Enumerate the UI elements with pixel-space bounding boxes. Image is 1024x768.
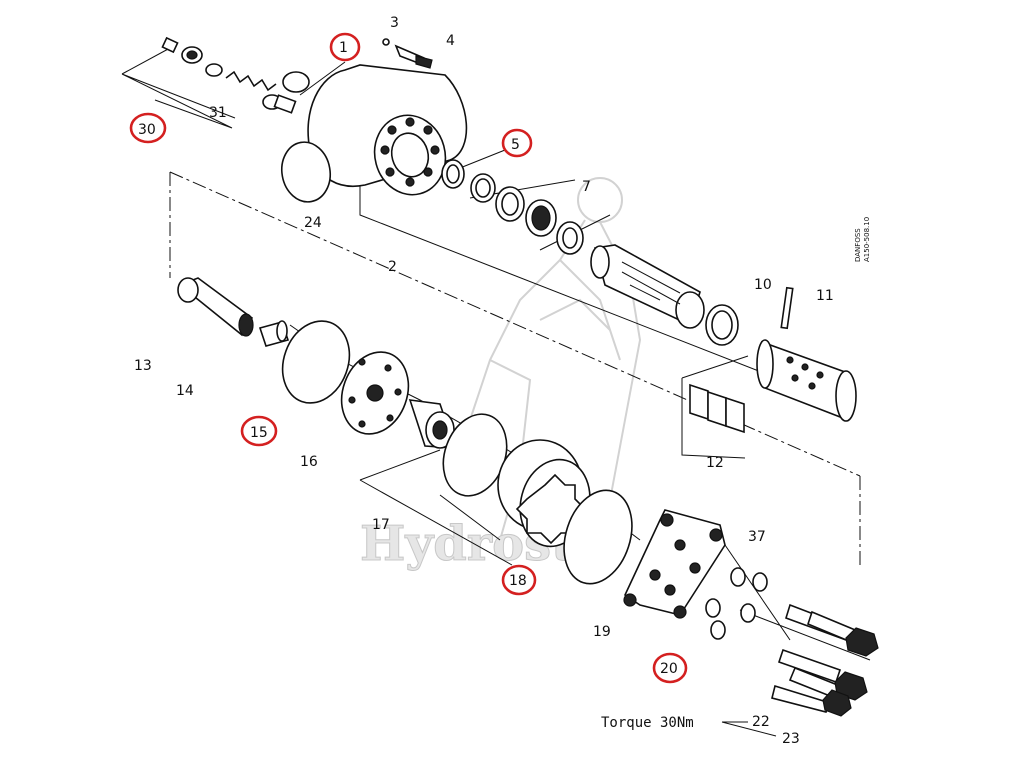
callout-24: 24 — [304, 215, 322, 231]
callout-14: 14 — [176, 383, 194, 399]
callout-17: 17 — [372, 517, 390, 533]
highlight-rings — [129, 32, 688, 684]
output-shaft — [590, 244, 705, 329]
callout-13: 13 — [134, 358, 152, 374]
part-19-end-cover — [623, 509, 726, 619]
callout-20: 20 — [660, 661, 678, 677]
part-12-sleeve — [756, 339, 857, 422]
brand-code: DANFOSS A150-508.10 — [854, 217, 871, 262]
callout-15: 15 — [250, 425, 268, 441]
callout-19: 19 — [593, 624, 611, 640]
part-14-spacer — [258, 320, 290, 347]
callout-16: 16 — [300, 454, 318, 470]
callout-22: 22 — [752, 714, 770, 730]
part-15-seal — [281, 320, 351, 404]
callout-4: 4 — [446, 33, 455, 49]
callout-30: 30 — [138, 122, 156, 138]
callout-labels: 1 2 3 4 5 7 10 11 12 13 14 15 16 17 18 1… — [134, 15, 834, 747]
callout-11: 11 — [816, 288, 834, 304]
part-22-23-bolts — [771, 603, 879, 717]
callout-37: 37 — [748, 529, 766, 545]
part-17-drive-block — [408, 399, 457, 449]
part-16-valve-plate — [340, 351, 410, 435]
part-24-cover — [280, 141, 332, 203]
callout-12: 12 — [706, 455, 724, 471]
callout-5: 5 — [511, 137, 520, 153]
part-13-drive-shaft — [177, 277, 254, 337]
svg-text:A150-508.10: A150-508.10 — [863, 217, 871, 262]
part-18-seal — [563, 489, 633, 585]
callout-7: 7 — [582, 179, 591, 195]
svg-text:DANFOSS: DANFOSS — [854, 228, 862, 262]
assembly-frame-lines — [121, 47, 871, 661]
part-30-plug-assembly — [161, 36, 297, 114]
callout-10: 10 — [754, 277, 772, 293]
callout-31: 31 — [209, 105, 227, 121]
part-11-pin — [780, 286, 794, 330]
part-2-housing — [307, 64, 468, 196]
part-1-o-ring — [282, 71, 310, 93]
torque-leader — [721, 721, 777, 737]
part-10-ring-inner — [711, 310, 733, 340]
callout-23: 23 — [782, 731, 800, 747]
part-12-bearings — [689, 383, 745, 434]
callout-2: 2 — [388, 259, 397, 275]
callout-1: 1 — [339, 40, 348, 56]
torque-label: Torque 30Nm — [601, 715, 694, 731]
part-5-7-rings — [441, 159, 584, 255]
callout-18: 18 — [509, 573, 527, 589]
part-3-4-screw — [382, 38, 433, 69]
callout-3: 3 — [390, 15, 399, 31]
part-20-small-o-rings — [705, 567, 768, 640]
